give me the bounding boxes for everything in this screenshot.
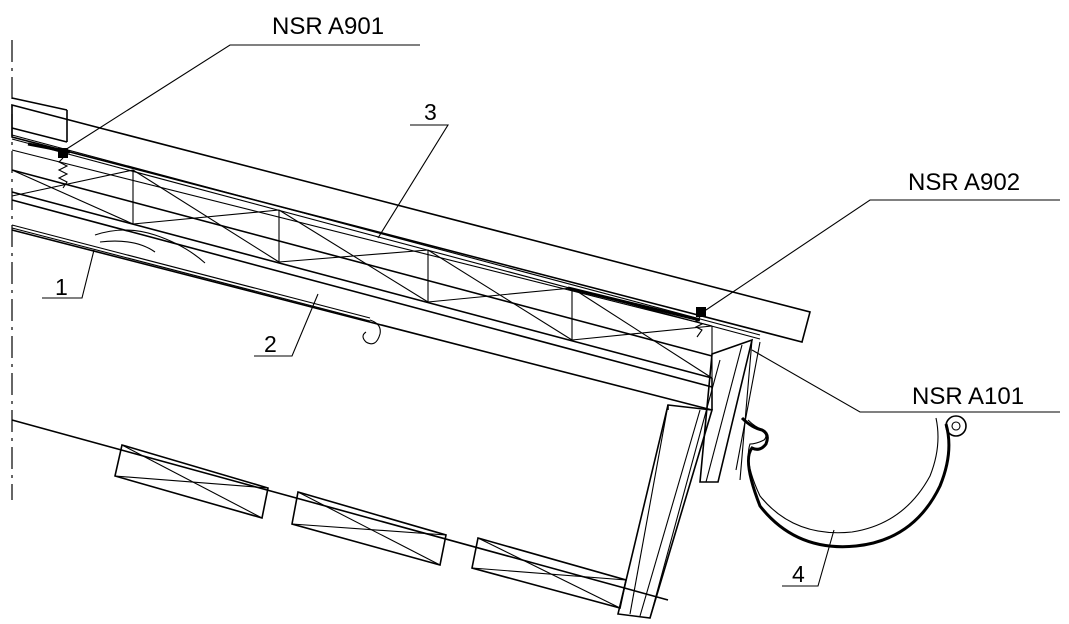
leader-lines	[42, 44, 1060, 587]
ceiling-battens	[114, 443, 627, 609]
part-label-3: 3	[424, 99, 437, 125]
screw-left	[57, 148, 69, 189]
battens-row	[11, 149, 713, 388]
part-label-2: 2	[264, 331, 277, 357]
screw-right	[694, 307, 706, 338]
part-label-1: 1	[55, 274, 68, 300]
callout-nsr-a902: NSR A902	[908, 169, 1020, 196]
part-label-4: 4	[792, 561, 805, 587]
gutter	[740, 415, 967, 549]
roof-covering-panel	[11, 97, 811, 343]
fascia-board	[617, 338, 761, 619]
callout-nsr-a901: NSR A901	[272, 13, 384, 40]
callout-nsr-a101: NSR A101	[912, 383, 1024, 410]
